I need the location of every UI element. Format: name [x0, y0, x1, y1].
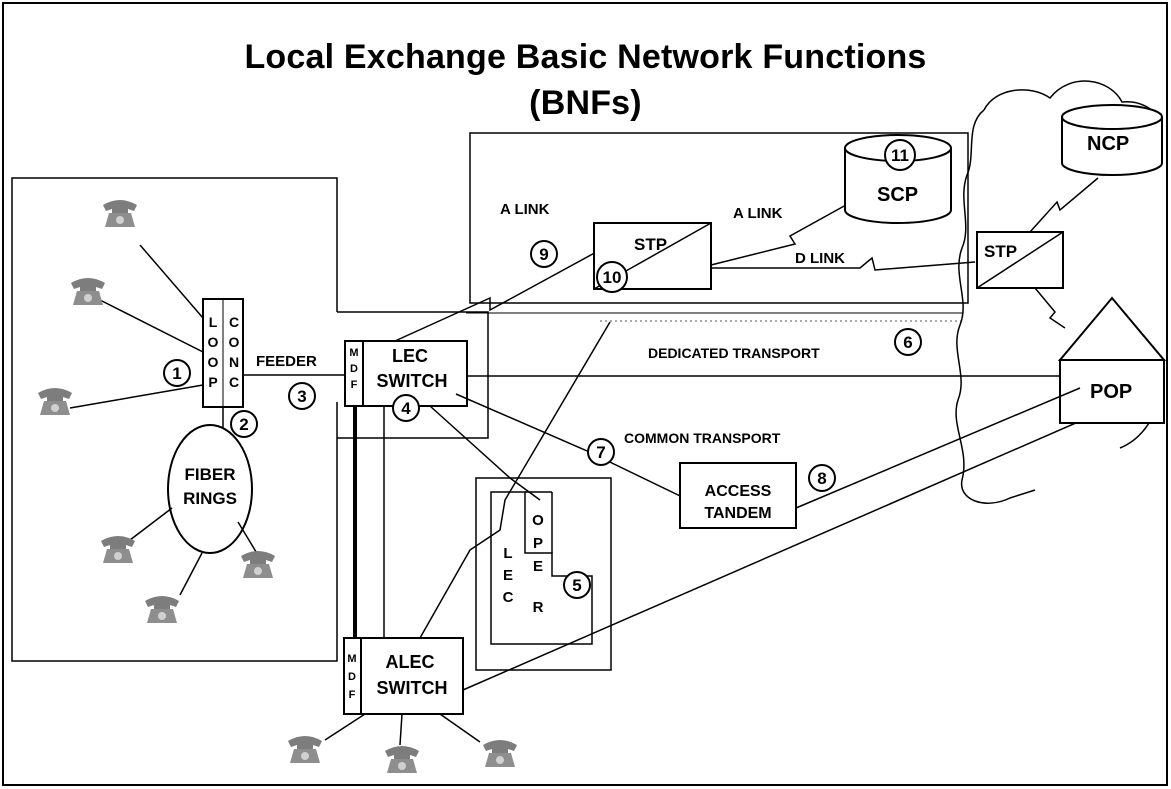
- alec-phone-line-1: [325, 714, 365, 740]
- dedicated-transport-label: DEDICATED TRANSPORT: [648, 345, 820, 361]
- telephone-icon: [483, 740, 517, 767]
- phone-line-1: [140, 245, 203, 318]
- alec-mdf-letter-2: D: [348, 671, 356, 683]
- conc-letter-3: N: [229, 354, 239, 370]
- lec-oper-l: L: [503, 545, 512, 562]
- fiber-phone-line-3: [180, 553, 202, 595]
- loop-letter-4: P: [208, 374, 217, 390]
- svg-text:2: 2: [239, 415, 248, 434]
- telephone-icon: [101, 536, 135, 563]
- outer-frame: [3, 3, 1167, 785]
- a-link-right-label: A LINK: [733, 205, 783, 222]
- feeder-label: FEEDER: [256, 353, 317, 370]
- ncp-stp-link: [1030, 178, 1098, 232]
- lec-oper-e2: E: [533, 558, 543, 575]
- tandem-to-pop-line: [796, 388, 1080, 508]
- telephone-icon: [385, 746, 419, 773]
- lec-oper-e: E: [503, 567, 513, 584]
- a-link-left-line: [395, 250, 600, 341]
- marker-10: 10: [597, 262, 627, 292]
- marker-11: 11: [885, 140, 915, 170]
- stp-local-label: STP: [634, 235, 667, 254]
- svg-text:7: 7: [596, 443, 605, 462]
- telephone-icon: [145, 596, 179, 623]
- alec-phone-line-3: [440, 714, 480, 742]
- svg-text:10: 10: [603, 268, 622, 287]
- svg-text:6: 6: [903, 333, 912, 352]
- svg-text:5: 5: [572, 576, 581, 595]
- a-link-left-label: A LINK: [500, 201, 550, 218]
- stp-pop-link: [1035, 288, 1065, 328]
- lec-switch-label-2: SWITCH: [377, 371, 448, 391]
- svg-text:11: 11: [891, 146, 909, 165]
- common-transport-line: [456, 394, 705, 508]
- fiber-rings-label-2: RINGS: [183, 489, 237, 508]
- subscriber-area-box: [12, 178, 337, 661]
- svg-text:4: 4: [401, 399, 411, 418]
- scp-label: SCP: [877, 184, 918, 206]
- alec-switch-label-2: SWITCH: [377, 678, 448, 698]
- fiber-rings-label-1: FIBER: [185, 465, 236, 484]
- marker-6: 6: [895, 329, 921, 355]
- svg-text:3: 3: [297, 387, 306, 406]
- phone-line-2: [100, 300, 203, 352]
- svg-text:8: 8: [817, 469, 826, 488]
- marker-8: 8: [809, 465, 835, 491]
- telephone-icon: [71, 278, 105, 305]
- loop-letter-2: O: [208, 334, 219, 350]
- alec-switch-label-1: ALEC: [386, 652, 435, 672]
- marker-4: 4: [393, 395, 419, 421]
- lec-mdf-letter-2: D: [350, 363, 358, 375]
- access-tandem-label-2: TANDEM: [704, 505, 771, 522]
- svg-text:9: 9: [539, 245, 548, 264]
- telephone-icon: [241, 551, 275, 578]
- svg-text:1: 1: [172, 364, 181, 383]
- alec-mdf-letter-3: F: [349, 689, 356, 701]
- marker-7: 7: [588, 439, 614, 465]
- d-link-label: D LINK: [795, 250, 845, 267]
- loop-letter-3: O: [208, 354, 219, 370]
- phone-line-3: [70, 385, 203, 408]
- lec-mdf-letter-1: M: [349, 347, 358, 359]
- marker-2: 2: [231, 411, 257, 437]
- lec-mdf-letter-3: F: [351, 379, 358, 391]
- lec-switch-label-1: LEC: [392, 346, 428, 366]
- alec-mdf-letter-1: M: [347, 653, 356, 665]
- stp-remote-label: STP: [984, 242, 1017, 261]
- loop-letter-1: L: [209, 314, 218, 330]
- conc-letter-4: C: [229, 374, 239, 390]
- fiber-phone-line-1: [130, 508, 172, 540]
- common-transport-label: COMMON TRANSPORT: [624, 430, 781, 446]
- marker-3: 3: [289, 383, 315, 409]
- pop-label: POP: [1090, 381, 1132, 403]
- telephone-icon: [38, 388, 72, 415]
- marker-9: 9: [531, 241, 557, 267]
- access-tandem-label-1: ACCESS: [705, 483, 772, 500]
- lec-oper-p: P: [533, 535, 543, 552]
- ncp-label: NCP: [1087, 133, 1129, 155]
- ncp-top: [1062, 105, 1162, 129]
- marker-1: 1: [164, 360, 190, 386]
- lec-oper-frame: [476, 478, 611, 670]
- conc-letter-2: O: [229, 334, 240, 350]
- conc-letter-1: C: [229, 314, 239, 330]
- pop-roof: [1060, 298, 1164, 360]
- alec-phone-line-2: [400, 714, 402, 745]
- telephone-icon: [288, 736, 322, 763]
- marker-5: 5: [564, 572, 590, 598]
- lec-oper-r: R: [533, 599, 544, 616]
- alec-to-pop-line: [463, 395, 1140, 690]
- telephone-icon: [103, 200, 137, 227]
- lec-to-oper-line: [430, 406, 540, 500]
- fiber-phone-line-2: [238, 522, 258, 555]
- lec-oper-o: O: [532, 512, 544, 529]
- lec-oper-c: C: [503, 589, 514, 606]
